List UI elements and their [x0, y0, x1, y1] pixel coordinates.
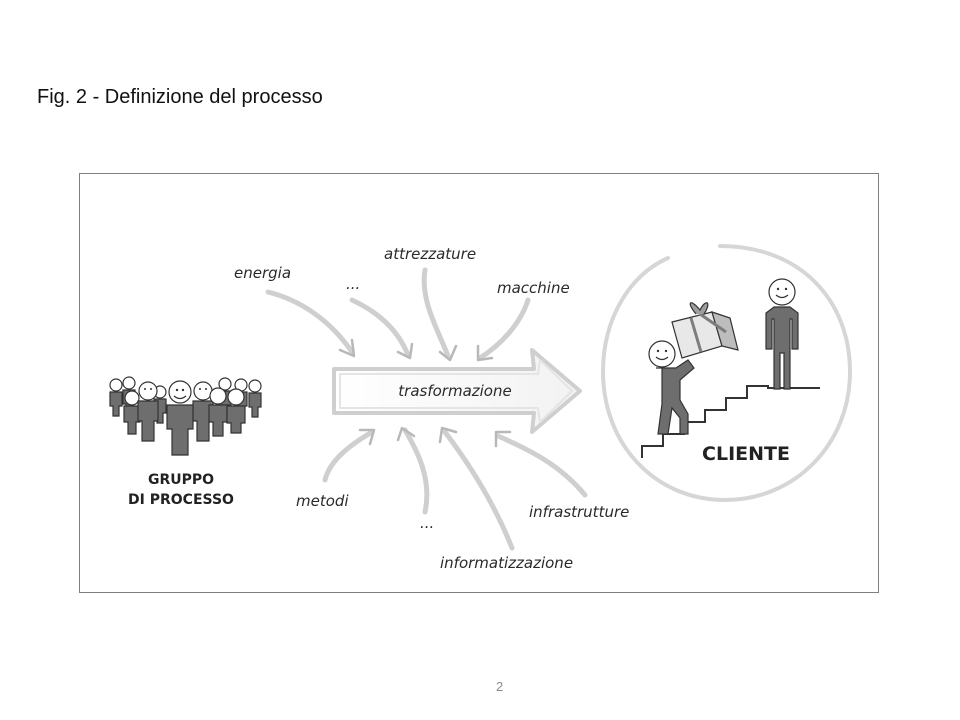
person-mid-4 — [208, 387, 228, 437]
arrowhead-metodi — [358, 428, 376, 446]
standing-customer — [765, 278, 799, 390]
arrow-infrastrutture — [495, 433, 588, 498]
arrowhead-macchine — [476, 344, 494, 362]
person-mid-2 — [137, 381, 159, 442]
transformation-label: trasformazione — [398, 382, 511, 400]
customer-circle-arc — [600, 244, 853, 503]
climbing-person-head — [648, 340, 676, 368]
arrow-macchine — [477, 297, 531, 361]
person-mid-5 — [226, 388, 246, 434]
person-back-5 — [248, 379, 262, 418]
group-label-line2: DI PROCESSO — [128, 492, 234, 508]
person-front-leader — [166, 380, 194, 456]
arrow-energia — [265, 289, 355, 355]
climbing-person — [648, 340, 695, 435]
arrow-attrezzature — [421, 267, 451, 359]
character-smiles — [173, 294, 789, 400]
arrowhead-dots-bottom — [396, 426, 416, 442]
group-label-line1: GRUPPO — [148, 472, 214, 488]
input-arrowheads-bottom — [358, 426, 512, 448]
gift-box-bow — [689, 302, 709, 315]
character-faces — [656, 287, 788, 353]
staircase — [641, 385, 820, 458]
input-arrowheads-top — [338, 338, 494, 362]
label-informatizzazione: informatizzazione — [440, 554, 573, 572]
arrow-informatizzazione — [442, 429, 515, 551]
label-metodi: metodi — [296, 492, 349, 510]
standing-customer-head — [768, 278, 796, 306]
climbing-person-body — [656, 359, 695, 435]
page-number: 2 — [496, 679, 504, 694]
arrowhead-infrastrutture — [494, 430, 512, 448]
arrow-dots-bottom — [402, 427, 430, 515]
transformation-arrow-inner — [339, 359, 573, 423]
transformation-arrow — [332, 348, 582, 434]
label-macchine: macchine — [497, 279, 570, 297]
person-back-1 — [109, 378, 123, 417]
group-faces — [144, 388, 207, 392]
customer-circle — [600, 244, 853, 503]
person-mid-3 — [192, 381, 214, 442]
arrow-dots-top — [349, 297, 411, 358]
arrowhead-energia — [338, 338, 356, 358]
standing-customer-body — [765, 306, 799, 390]
label-attrezzature: attrezzature — [384, 245, 476, 263]
label-dots-top: ... — [346, 275, 360, 293]
label-infrastrutture: infrastrutture — [529, 503, 629, 521]
arrowhead-attrezzature — [438, 344, 458, 362]
arrowhead-dots-top — [396, 342, 414, 360]
arrow-metodi — [322, 429, 375, 483]
label-dots-bottom: ... — [420, 514, 434, 532]
arrowhead-informatizzazione — [438, 426, 458, 444]
customer-label: CLIENTE — [702, 443, 790, 465]
input-arrows-bottom — [322, 427, 588, 551]
gift-box — [671, 302, 739, 359]
slide-title: Fig. 2 - Definizione del processo — [37, 86, 323, 108]
process-group-figures — [109, 376, 262, 456]
gift-box-ribbon — [689, 312, 727, 353]
input-arrows-top — [265, 267, 531, 361]
label-energia: energia — [234, 264, 291, 282]
